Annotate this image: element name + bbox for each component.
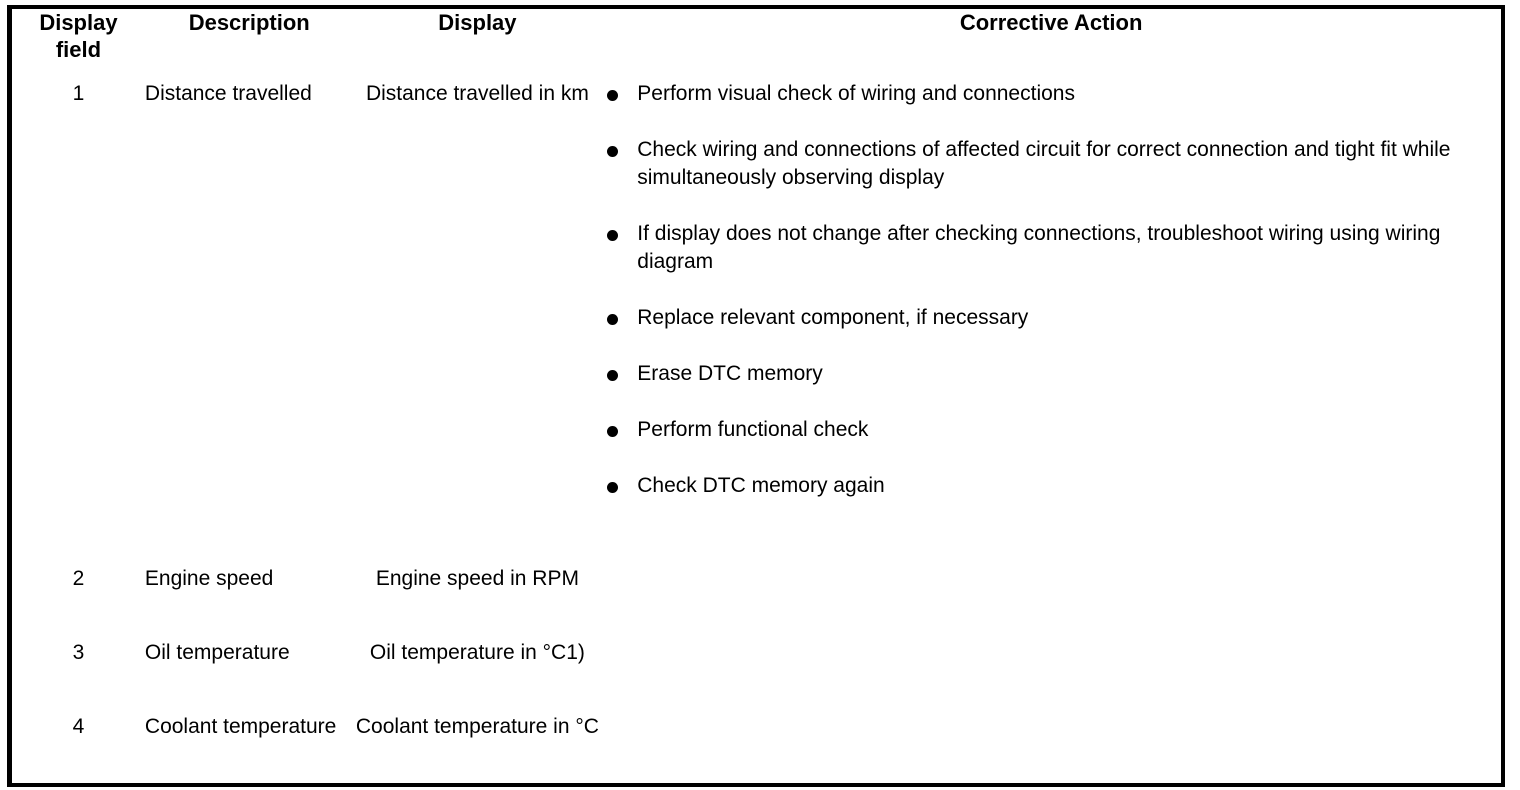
row-4-description: Coolant temperature: [144, 713, 354, 785]
row-1-display: Distance travelled in km: [353, 80, 602, 565]
row-1-description: Distance travelled: [144, 80, 354, 565]
list-item: Check DTC memory again: [601, 472, 1501, 500]
bullet-dot-icon: [607, 90, 619, 101]
column-header-display-field-line2: field: [55, 37, 102, 62]
column-header-display: Display: [353, 7, 602, 80]
table-row: 2 Engine speed Engine speed in RPM: [9, 565, 1503, 639]
bullet-dot-icon: [607, 314, 619, 325]
row-3-display: Oil temperature in °C1): [353, 639, 602, 713]
row-2-description: Engine speed: [144, 565, 354, 639]
row-4-display: Coolant temperature in °C: [353, 713, 602, 785]
list-item: If display does not change after checkin…: [601, 220, 1501, 276]
bullet-dot-icon: [607, 146, 619, 157]
table-row: 1 Distance travelled Distance travelled …: [9, 80, 1503, 565]
bullet-dot-icon: [607, 482, 619, 493]
list-item: Perform visual check of wiring and conne…: [601, 80, 1501, 108]
table-row: 3 Oil temperature Oil temperature in °C1…: [9, 639, 1503, 713]
list-item: Perform functional check: [601, 416, 1501, 444]
dtc-display-fields-table: Display field Description Display Correc…: [7, 5, 1505, 787]
bullet-dot-icon: [607, 230, 619, 241]
list-item-text: If display does not change after checkin…: [637, 222, 1441, 273]
list-item: Erase DTC memory: [601, 360, 1501, 388]
row-4-corrective-action: [601, 713, 1503, 785]
table-body: 1 Distance travelled Distance travelled …: [9, 80, 1503, 785]
list-item-text: Perform functional check: [637, 418, 869, 441]
row-3-display-field: 3: [9, 639, 145, 713]
column-header-corrective-action: Corrective Action: [601, 7, 1503, 80]
column-header-description: Description: [144, 7, 354, 80]
column-header-display-field: Display field: [9, 7, 145, 80]
list-item-text: Replace relevant component, if necessary: [637, 306, 1029, 329]
bullet-dot-icon: [607, 370, 619, 381]
row-2-display-field: 2: [9, 565, 145, 639]
list-item-text: Check wiring and connections of affected…: [637, 138, 1451, 189]
row-3-corrective-action: [601, 639, 1503, 713]
row-3-description: Oil temperature: [144, 639, 354, 713]
row-2-corrective-action: [601, 565, 1503, 639]
column-header-display-field-line1: Display: [39, 10, 118, 35]
header-row: Display field Description Display Correc…: [9, 7, 1503, 80]
row-1-corrective-action: Perform visual check of wiring and conne…: [601, 80, 1503, 565]
corrective-action-list: Perform visual check of wiring and conne…: [601, 80, 1501, 500]
list-item: Check wiring and connections of affected…: [601, 136, 1501, 192]
list-item: Replace relevant component, if necessary: [601, 304, 1501, 332]
row-4-display-field: 4: [9, 713, 145, 785]
list-item-text: Check DTC memory again: [637, 474, 885, 497]
row-1-display-field: 1: [9, 80, 145, 565]
list-item-text: Erase DTC memory: [637, 362, 823, 385]
table-row: 4 Coolant temperature Coolant temperatur…: [9, 713, 1503, 785]
row-2-display: Engine speed in RPM: [353, 565, 602, 639]
table-header: Display field Description Display Correc…: [9, 7, 1503, 80]
list-item-text: Perform visual check of wiring and conne…: [637, 82, 1075, 105]
bullet-dot-icon: [607, 426, 619, 437]
